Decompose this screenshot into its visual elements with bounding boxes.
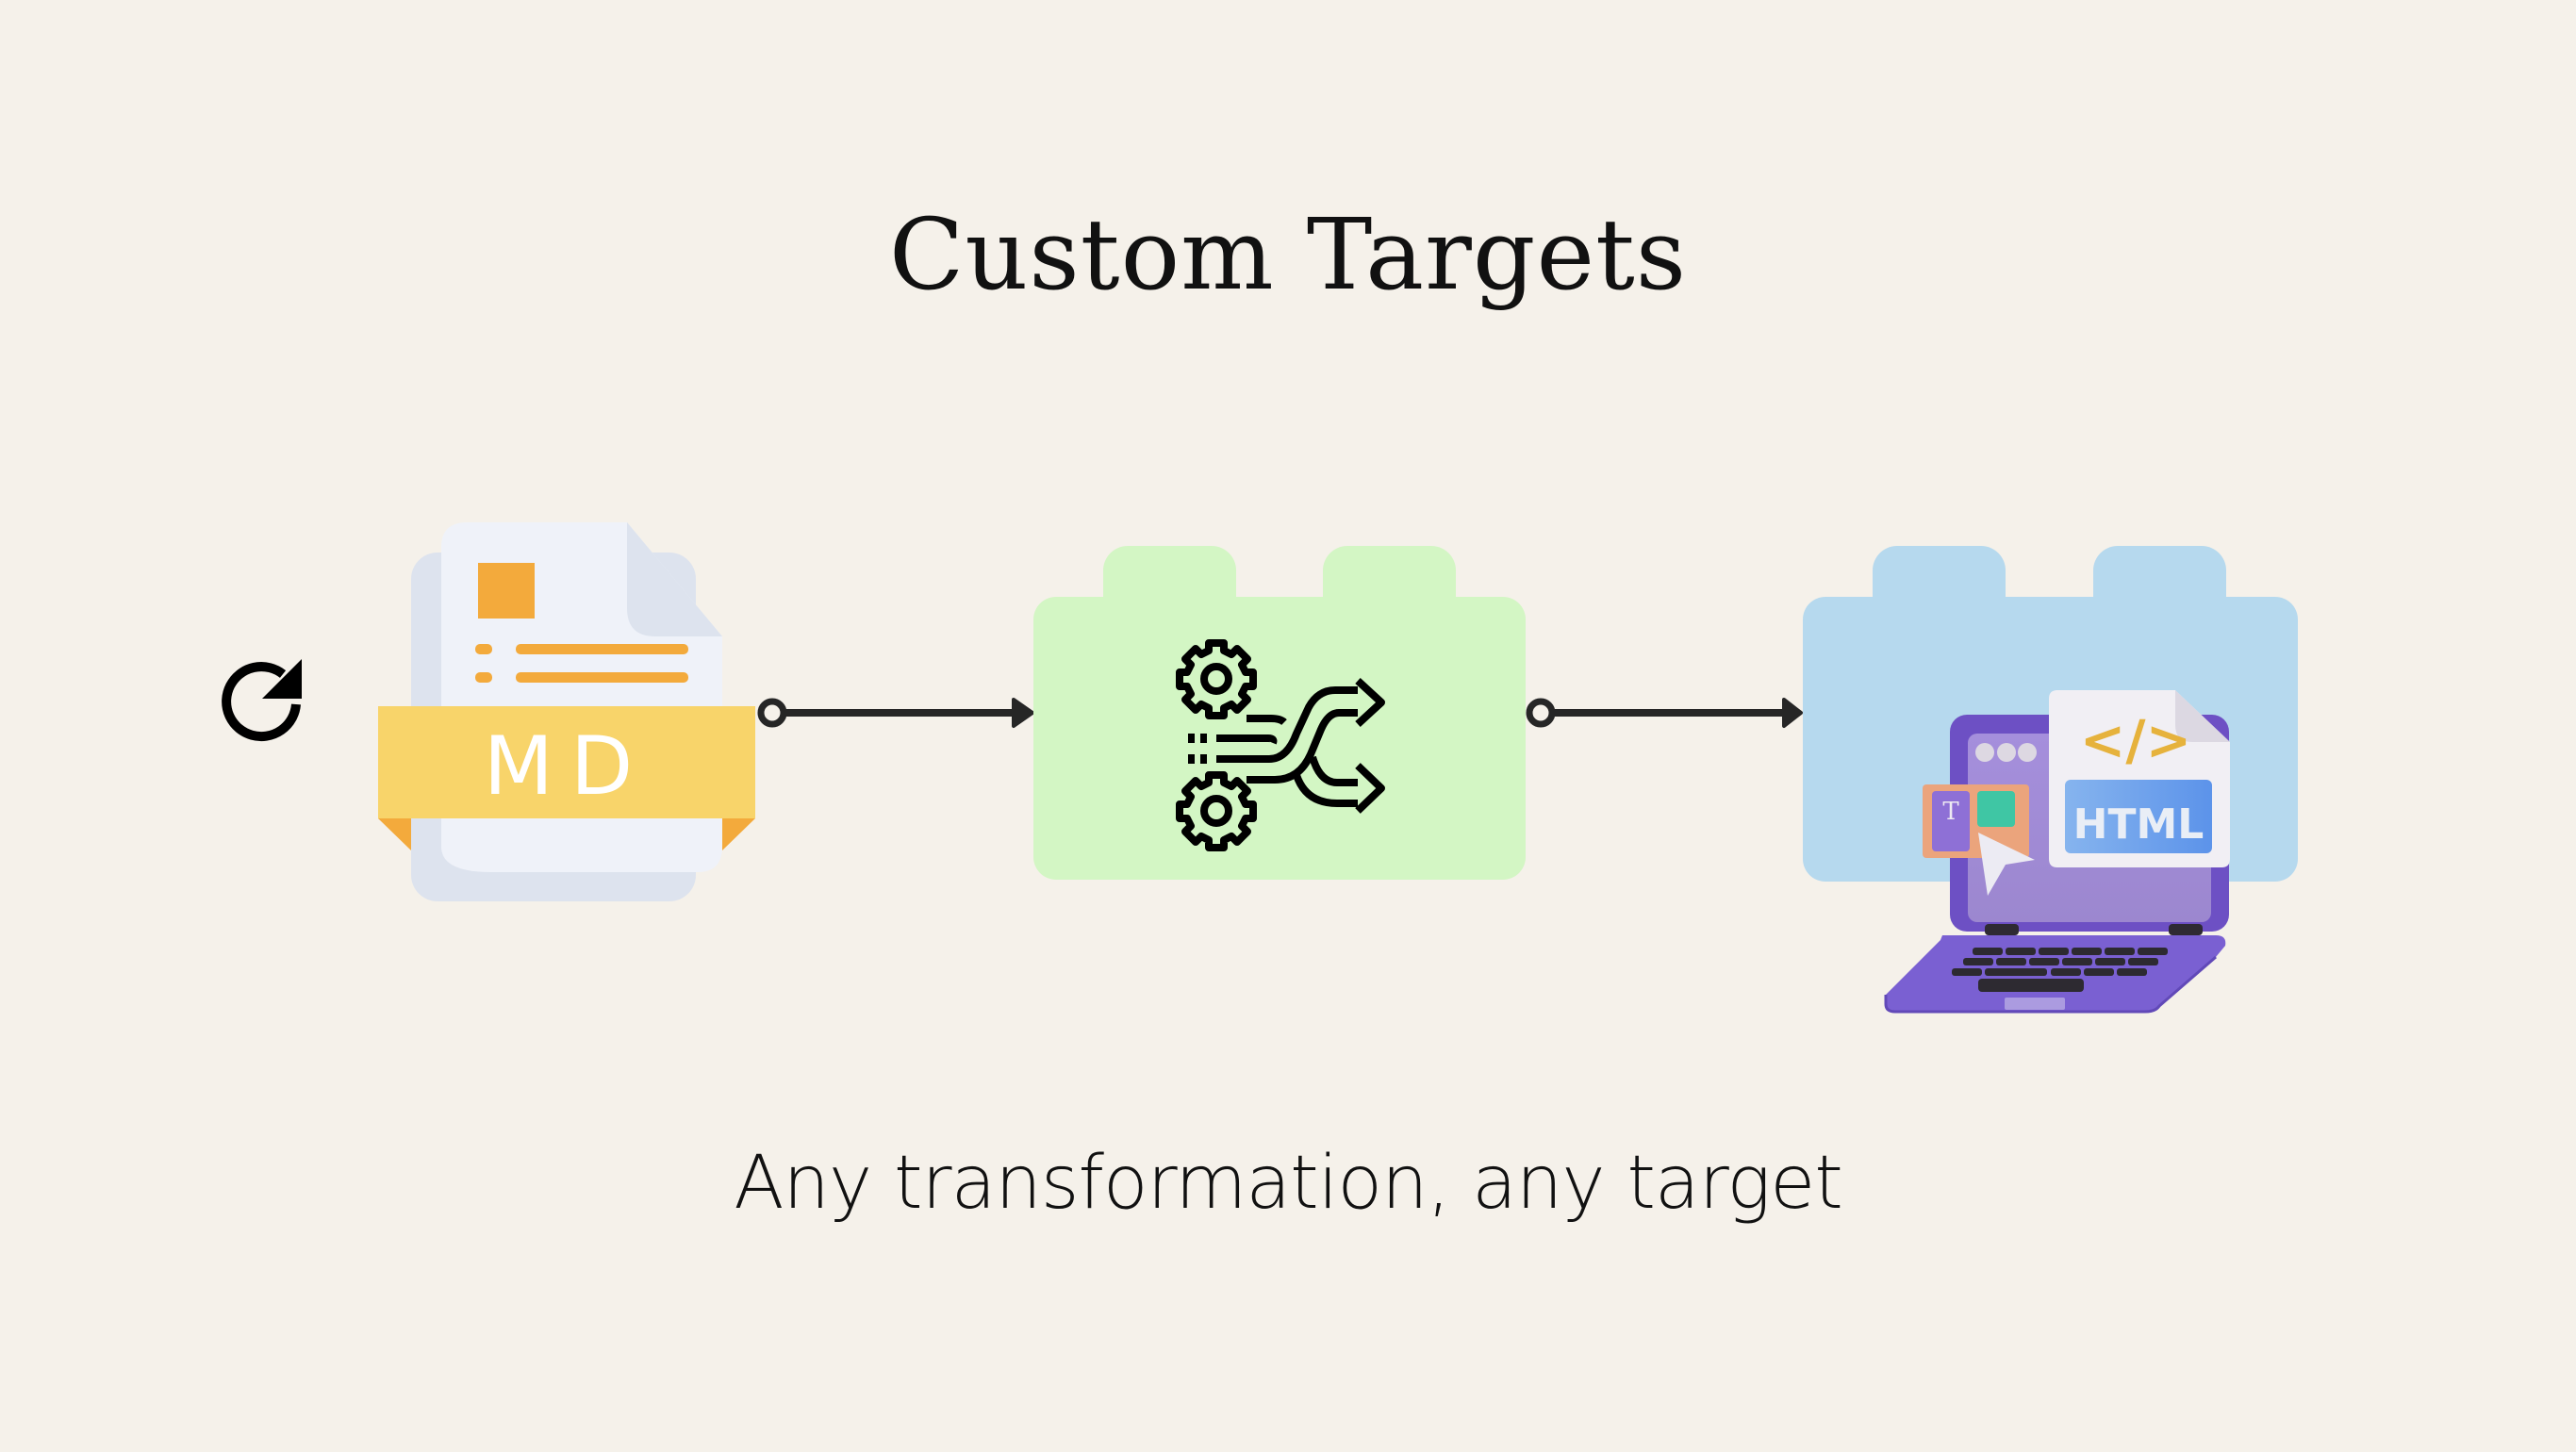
text-tool-glyph: T (1942, 798, 1959, 826)
html-label: HTML (2073, 800, 2204, 849)
process-gears-arrows-icon (1176, 639, 1385, 851)
connector-arrow-2 (1526, 698, 1803, 728)
transform-block[interactable] (1033, 546, 1526, 880)
code-glyph: </> (2080, 708, 2191, 772)
connector-arrow-1 (757, 698, 1034, 728)
subtitle: Any transformation, any target (734, 1141, 1843, 1226)
page-title: Custom Targets (888, 197, 1688, 312)
laptop-html-icon: T HTML </> (1884, 690, 2230, 1014)
markdown-file-icon: MD (378, 522, 755, 901)
md-label: MD (484, 719, 650, 814)
refresh-icon[interactable] (215, 655, 309, 750)
